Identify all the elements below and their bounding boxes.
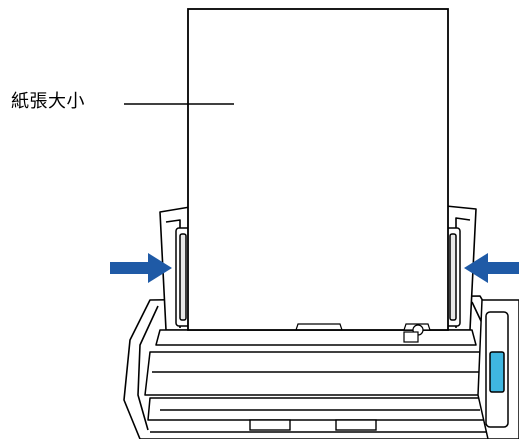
feed-slot xyxy=(144,329,491,421)
control-panel xyxy=(477,299,519,440)
right-paper-guide xyxy=(445,227,461,327)
paper-sheet xyxy=(187,8,449,343)
left-arrow-icon xyxy=(110,253,172,283)
paper-size-label: 紙張大小 xyxy=(11,91,85,112)
front-feet xyxy=(150,419,490,433)
display-panel xyxy=(489,351,505,393)
right-arrow-icon xyxy=(464,253,519,283)
left-paper-guide xyxy=(175,227,191,327)
